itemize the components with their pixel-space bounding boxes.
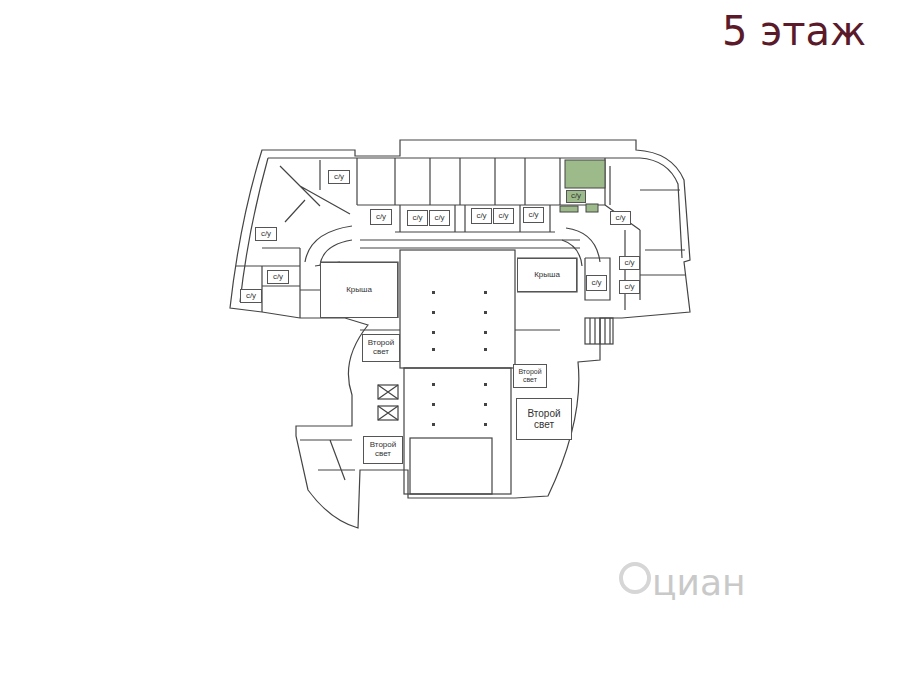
room-label: с/у	[412, 214, 422, 223]
floor-title: 5 этаж	[722, 8, 866, 54]
room-label: с/у	[528, 211, 538, 220]
watermark: циан	[652, 562, 746, 603]
room-label: с/у	[498, 212, 508, 221]
room: с/у	[370, 209, 392, 225]
room-label: Второй свет	[364, 441, 402, 459]
room-label: с/у	[571, 192, 581, 201]
room-label: с/у	[334, 173, 344, 182]
room: с/у	[586, 275, 607, 291]
room-label: Крыша	[534, 271, 560, 280]
room-label: с/у	[615, 214, 625, 223]
room: Второй свет	[513, 364, 547, 388]
room: Крыша	[517, 258, 577, 292]
room-label: Второй свет	[517, 408, 571, 430]
room: с/у	[240, 289, 262, 303]
room: Второй свет	[516, 398, 572, 440]
room: с/у	[267, 270, 289, 284]
room: Второй свет	[362, 334, 400, 362]
room-label: Второй свет	[514, 368, 546, 383]
room-label: с/у	[434, 214, 444, 223]
room: с/у	[255, 227, 277, 241]
room-label: с/у	[261, 230, 271, 239]
room-label: с/у	[591, 279, 601, 288]
room-label: Второй свет	[363, 339, 399, 357]
room: с/у	[407, 210, 428, 226]
room-label: с/у	[376, 213, 386, 222]
room-label: с/у	[624, 283, 634, 292]
room: с/у	[328, 170, 350, 184]
room: с/у	[493, 208, 514, 224]
room-label: с/у	[246, 292, 256, 301]
room-label: с/у	[273, 273, 283, 282]
room: с/у	[429, 210, 450, 226]
room: с/у	[523, 207, 544, 223]
room: с/у	[610, 211, 631, 225]
room: с/у	[619, 256, 640, 270]
room-label: с/у	[476, 212, 486, 221]
room-label: с/у	[624, 259, 634, 268]
room: с/у	[566, 190, 586, 203]
room-label: Крыша	[346, 286, 372, 295]
room: с/у	[619, 280, 640, 294]
room: Второй свет	[363, 436, 403, 464]
room: с/у	[471, 208, 492, 224]
room: Крыша	[320, 262, 398, 318]
